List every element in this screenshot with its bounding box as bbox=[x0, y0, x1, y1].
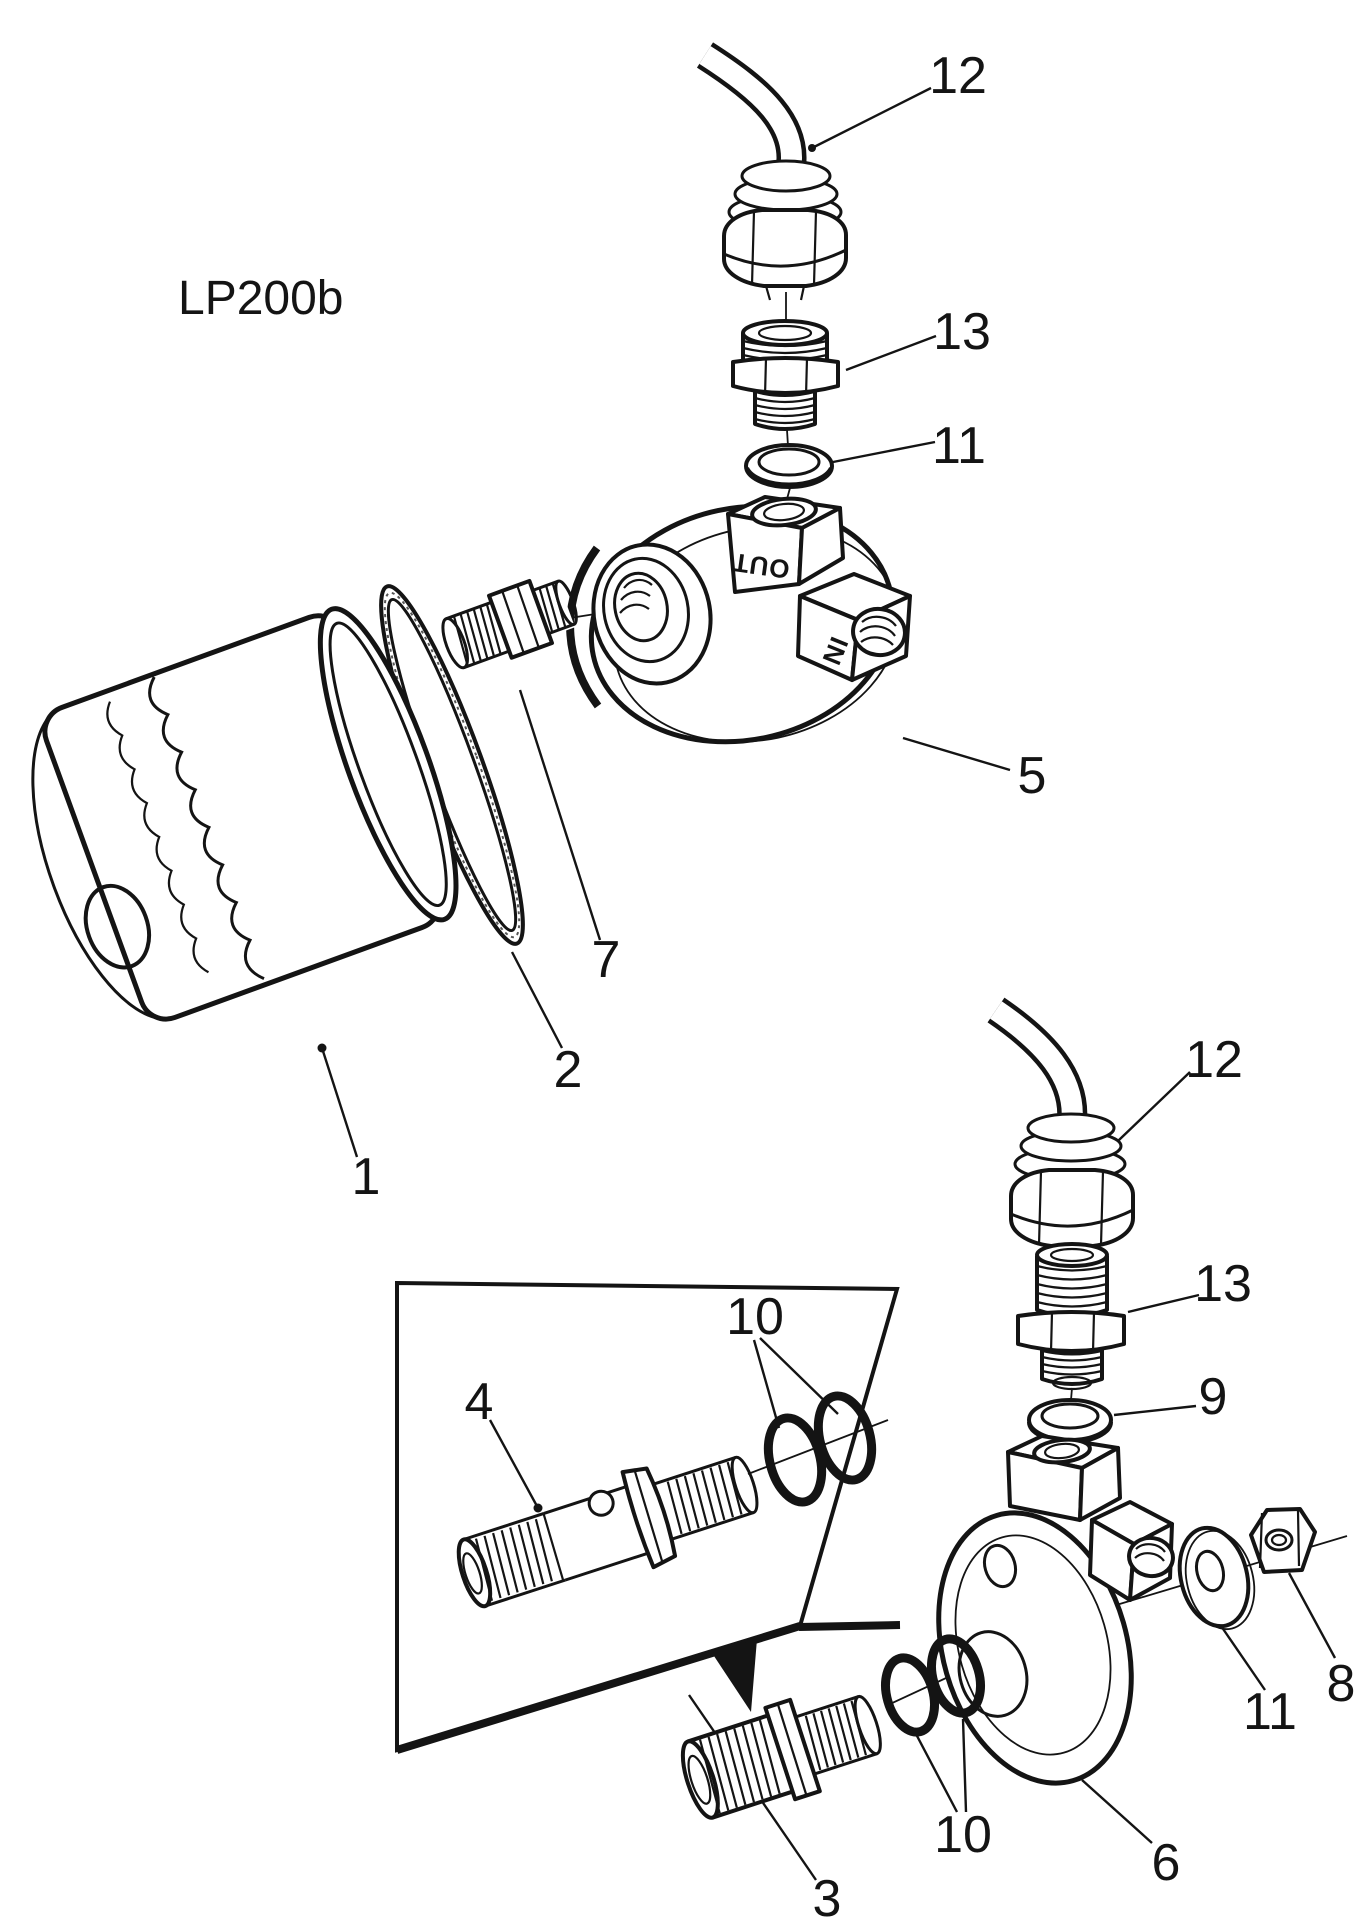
leader-lines bbox=[317, 86, 1337, 1881]
orings-inset bbox=[763, 1391, 877, 1507]
callout-10-inset: 10 bbox=[726, 1288, 784, 1346]
leader-5 bbox=[902, 736, 1011, 772]
callout-11-lower: 11 bbox=[1243, 1683, 1297, 1741]
leader-7 bbox=[518, 689, 602, 941]
union-upper bbox=[731, 319, 840, 431]
takeoff-boss bbox=[1006, 1434, 1122, 1522]
callout-12-top: 12 bbox=[929, 47, 987, 105]
diagram-code: LP200b bbox=[178, 272, 344, 325]
callout-8: 8 bbox=[1327, 1655, 1355, 1713]
callout-4: 4 bbox=[465, 1373, 494, 1431]
callout-13-lower: 13 bbox=[1194, 1255, 1252, 1313]
leader-13-top bbox=[845, 334, 937, 372]
hose-lower bbox=[987, 997, 1088, 1131]
out-boss: OUT bbox=[726, 495, 845, 594]
callout-1: 1 bbox=[352, 1148, 381, 1206]
takeoff-adapter bbox=[936, 1434, 1175, 1786]
plug-fitting bbox=[680, 1682, 894, 1820]
washer-side-11 bbox=[1177, 1525, 1256, 1631]
callout-12-lower: 12 bbox=[1185, 1031, 1243, 1089]
washer-upper-11 bbox=[744, 443, 834, 489]
leader-12-top bbox=[811, 86, 932, 150]
leader-9 bbox=[1113, 1404, 1197, 1417]
leader-8 bbox=[1287, 1572, 1337, 1659]
callout-10-lower: 10 bbox=[934, 1806, 992, 1864]
hex-nut-8 bbox=[1249, 1507, 1317, 1574]
callout-7: 7 bbox=[592, 931, 621, 989]
takeoff-side-port bbox=[1088, 1500, 1175, 1602]
orings-lower bbox=[881, 1634, 985, 1737]
oil-filter-canister bbox=[31, 606, 459, 1022]
hose-upper bbox=[696, 42, 807, 176]
leader-4 bbox=[488, 1419, 540, 1509]
leader-10-inset bbox=[752, 1337, 839, 1429]
leader-1 bbox=[320, 1047, 359, 1158]
hose-upper-swivel-nut bbox=[722, 208, 848, 301]
callout-6: 6 bbox=[1152, 1834, 1181, 1892]
labels: LP200b 12 13 11 5 7 2 1 4 10 12 13 9 8 1… bbox=[178, 47, 1355, 1920]
union-lower bbox=[1016, 1242, 1126, 1391]
detail-pointer-wedge bbox=[712, 1639, 757, 1712]
adapter-nipple bbox=[441, 578, 578, 670]
inset-detail-box bbox=[395, 1280, 901, 1754]
leader-13-lower bbox=[1127, 1293, 1200, 1314]
hose-lower-swivel-nut bbox=[1009, 1168, 1135, 1248]
callout-11-top: 11 bbox=[932, 417, 986, 475]
callout-5: 5 bbox=[1018, 747, 1047, 805]
callout-3: 3 bbox=[813, 1870, 842, 1920]
leader-11-lower bbox=[1218, 1622, 1266, 1691]
callout-2: 2 bbox=[554, 1041, 583, 1099]
stud-fitting bbox=[456, 1455, 759, 1609]
callout-9: 9 bbox=[1199, 1368, 1228, 1426]
axis-lines bbox=[569, 292, 1348, 1706]
callout-13-top: 13 bbox=[933, 303, 991, 361]
leader-11-top bbox=[832, 440, 936, 464]
leader-6 bbox=[1081, 1779, 1153, 1844]
filter-head-adapter: OUT IN bbox=[566, 495, 912, 745]
in-port: IN bbox=[796, 572, 912, 682]
leader-2 bbox=[510, 951, 564, 1049]
leader-10-lower bbox=[914, 1718, 968, 1813]
